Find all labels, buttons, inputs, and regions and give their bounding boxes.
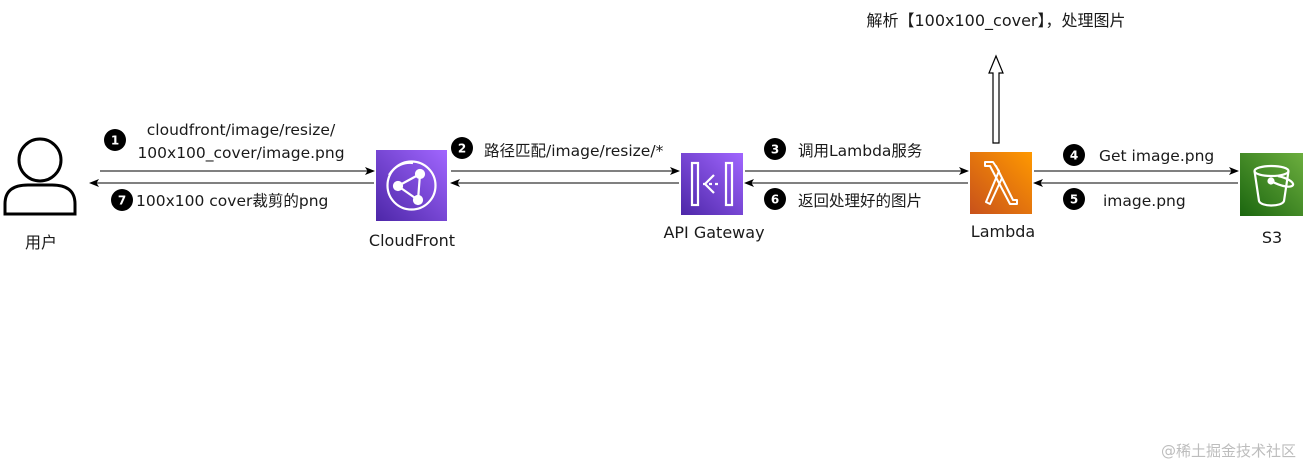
edge-label-1-line2: 100x100_cover/image.png [137, 144, 344, 163]
edge-apigateway-to-lambda: 3 调用Lambda服务 [745, 138, 969, 175]
cloudfront-label: CloudFront [369, 231, 455, 250]
api-gateway-node: API Gateway [663, 153, 765, 242]
cloudfront-icon [376, 150, 447, 221]
user-icon [3, 137, 77, 216]
lambda-processing-annotation: 解析【100x100_cover】，处理图片 [866, 11, 1126, 144]
edge-s3-to-lambda: 5 image.png [1033, 179, 1238, 210]
step-badge-4: 4 [1063, 144, 1085, 166]
lambda-label: Lambda [971, 222, 1035, 241]
s3-bucket-icon [1240, 153, 1303, 216]
svg-text:3: 3 [771, 143, 779, 157]
svg-text:6: 6 [771, 193, 779, 207]
s3-node: S3 [1240, 153, 1303, 247]
api-gateway-icon [681, 153, 743, 215]
user-label: 用户 [25, 233, 57, 252]
api-gateway-label: API Gateway [663, 223, 764, 242]
lambda-icon [970, 152, 1032, 214]
user-node: 用户 [3, 137, 77, 252]
edge-label-1-line1: cloudfront/image/resize/ [147, 121, 336, 139]
edge-label-5: image.png [1103, 192, 1186, 210]
step-badge-6: 6 [764, 188, 786, 210]
svg-text:4: 4 [1070, 149, 1078, 163]
svg-text:2: 2 [458, 142, 466, 156]
svg-text:5: 5 [1070, 193, 1078, 207]
edge-label-4: Get image.png [1099, 147, 1214, 165]
processing-note: 解析【100x100_cover】，处理图片 [866, 11, 1125, 31]
edge-lambda-to-s3: 4 Get image.png [1034, 144, 1239, 175]
s3-label: S3 [1262, 228, 1282, 247]
edge-label-3: 调用Lambda服务 [798, 142, 922, 160]
step-badge-7: 7 [111, 189, 133, 211]
edge-label-2: 路径匹配/image/resize/* [484, 142, 664, 160]
step-badge-2: 2 [451, 137, 473, 159]
step-badge-1: 1 [104, 129, 126, 151]
edge-user-to-cloudfront: 1 cloudfront/image/resize/ 100x100_cover… [100, 121, 375, 175]
edge-lambda-to-apigateway: 6 返回处理好的图片 [744, 179, 968, 210]
edge-cloudfront-to-apigateway: 2 路径匹配/image/resize/* [451, 137, 680, 175]
cloudfront-node: CloudFront [369, 150, 455, 250]
up-arrow-icon [988, 54, 1004, 144]
edge-label-6: 返回处理好的图片 [798, 192, 922, 210]
step-badge-5: 5 [1063, 188, 1085, 210]
watermark: @稀土掘金技术社区 [1161, 442, 1296, 460]
lambda-node: Lambda [970, 152, 1035, 241]
step-badge-3: 3 [764, 138, 786, 160]
edge-label-7: 100x100 cover裁剪的png [136, 192, 328, 210]
svg-text:1: 1 [111, 134, 119, 148]
edge-cloudfront-to-user: 7 100x100 cover裁剪的png [89, 179, 374, 211]
svg-text:7: 7 [118, 194, 126, 208]
